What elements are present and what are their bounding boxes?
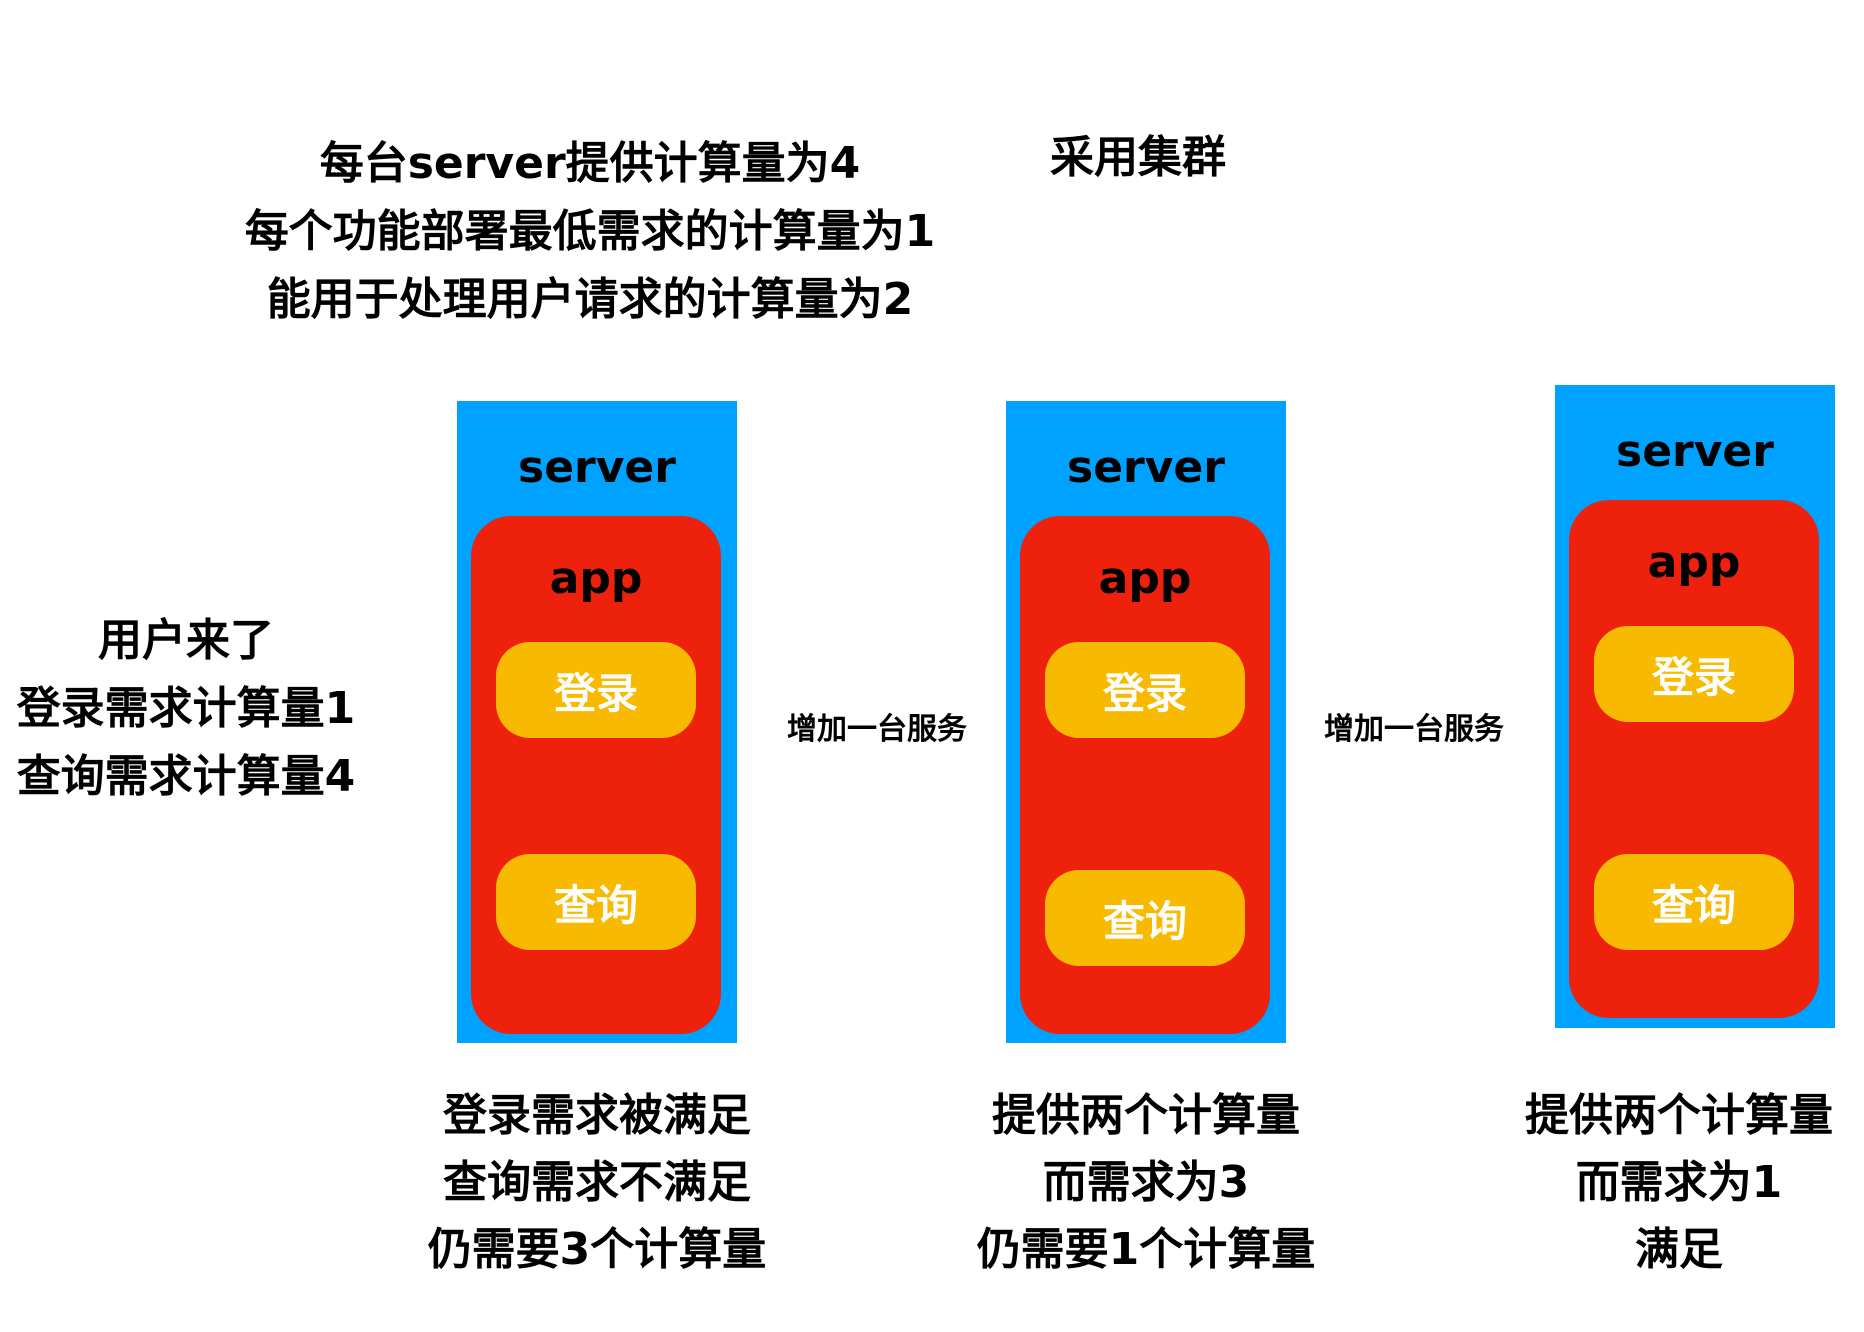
login-feature: 登录 xyxy=(496,642,696,738)
scale-out-label: 增加一台服务 xyxy=(787,712,967,747)
server-box-2: server app 登录 查询 xyxy=(1006,401,1286,1043)
user-request-line: 登录需求计算量1 xyxy=(16,683,356,734)
query-feature: 查询 xyxy=(1594,854,1794,950)
user-request-line: 查询需求计算量4 xyxy=(16,751,356,802)
app-box: app 登录 查询 xyxy=(1569,500,1819,1018)
caption-line: 仍需要1个计算量 xyxy=(976,1224,1316,1275)
query-feature: 查询 xyxy=(1045,870,1245,966)
server-label: server xyxy=(518,442,676,493)
user-request-block: 用户来了 登录需求计算量1 查询需求计算量4 xyxy=(0,607,372,811)
cluster-title: 采用集群 xyxy=(1050,132,1226,183)
server-1-caption: 登录需求被满足 查询需求不满足 仍需要3个计算量 xyxy=(397,1082,797,1283)
server-box-1: server app 登录 查询 xyxy=(457,401,737,1043)
caption-line: 查询需求不满足 xyxy=(443,1157,751,1208)
app-box: app 登录 查询 xyxy=(1020,516,1270,1034)
server-box-3: server app 登录 查询 xyxy=(1555,385,1835,1028)
app-label: app xyxy=(1098,553,1192,604)
caption-line: 提供两个计算量 xyxy=(992,1090,1300,1141)
server-2-caption: 提供两个计算量 而需求为3 仍需要1个计算量 xyxy=(946,1082,1346,1283)
server-label: server xyxy=(1616,426,1774,477)
query-feature: 查询 xyxy=(496,854,696,950)
assumption-line: 能用于处理用户请求的计算量为2 xyxy=(266,274,914,325)
login-feature: 登录 xyxy=(1594,626,1794,722)
server-3-caption: 提供两个计算量 而需求为1 满足 xyxy=(1504,1082,1854,1283)
caption-line: 而需求为1 xyxy=(1575,1157,1783,1208)
caption-line: 满足 xyxy=(1635,1224,1723,1275)
assumption-line: 每台server提供计算量为4 xyxy=(319,138,861,189)
caption-line: 登录需求被满足 xyxy=(443,1090,751,1141)
assumptions-block: 每台server提供计算量为4 每个功能部署最低需求的计算量为1 能用于处理用户… xyxy=(160,130,1020,334)
app-label: app xyxy=(1647,537,1741,588)
server-label: server xyxy=(1067,442,1225,493)
caption-line: 提供两个计算量 xyxy=(1525,1090,1833,1141)
app-box: app 登录 查询 xyxy=(471,516,721,1034)
caption-line: 仍需要3个计算量 xyxy=(427,1224,767,1275)
user-request-line: 用户来了 xyxy=(98,615,274,666)
assumption-line: 每个功能部署最低需求的计算量为1 xyxy=(244,206,936,257)
login-feature: 登录 xyxy=(1045,642,1245,738)
scale-out-label: 增加一台服务 xyxy=(1324,712,1504,747)
app-label: app xyxy=(549,553,643,604)
caption-line: 而需求为3 xyxy=(1042,1157,1250,1208)
